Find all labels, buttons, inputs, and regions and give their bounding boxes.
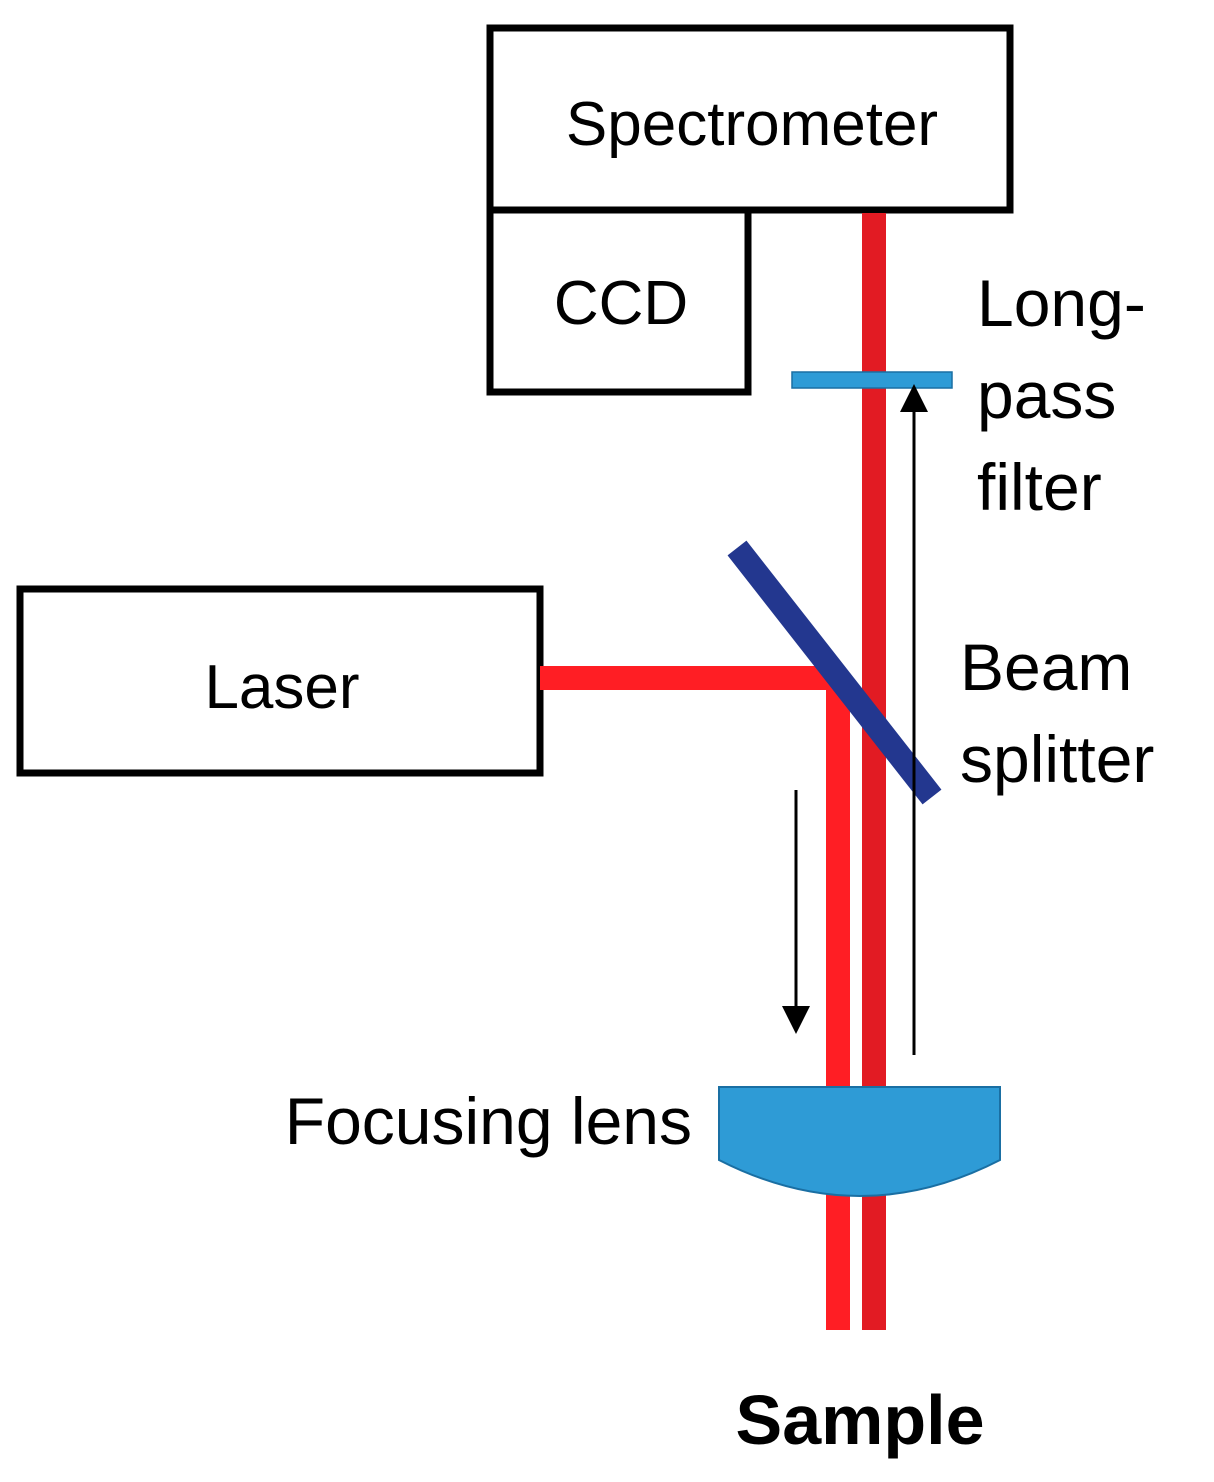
ccd-box: CCD (486, 206, 752, 396)
longpass-filter-label-line-2: pass (977, 358, 1116, 432)
spectrometer-label: Spectrometer (566, 90, 938, 159)
ccd-label: CCD (554, 269, 688, 338)
laser-output-beam (540, 666, 840, 690)
beam-splitter (727, 540, 942, 805)
excitation-beam (826, 680, 850, 1330)
focusing-lens-label: Focusing lens (285, 1084, 692, 1158)
longpass-filter-label: Long- pass filter (977, 266, 1146, 524)
laser-box: Laser (16, 585, 544, 777)
sample-label: Sample (736, 1381, 985, 1459)
beam-splitter-label-line-1: Beam (960, 630, 1132, 704)
longpass-filter-label-line-3: filter (977, 450, 1102, 524)
longpass-filter-label-line-1: Long- (977, 266, 1146, 340)
spectrometer-box: Spectrometer (486, 24, 1014, 214)
laser-label: Laser (204, 653, 359, 722)
longpass-filter (791, 371, 953, 389)
focusing-lens (718, 1086, 1001, 1197)
beam-splitter-label-line-2: splitter (960, 722, 1154, 796)
beam-splitter-label: Beam splitter (960, 630, 1154, 796)
